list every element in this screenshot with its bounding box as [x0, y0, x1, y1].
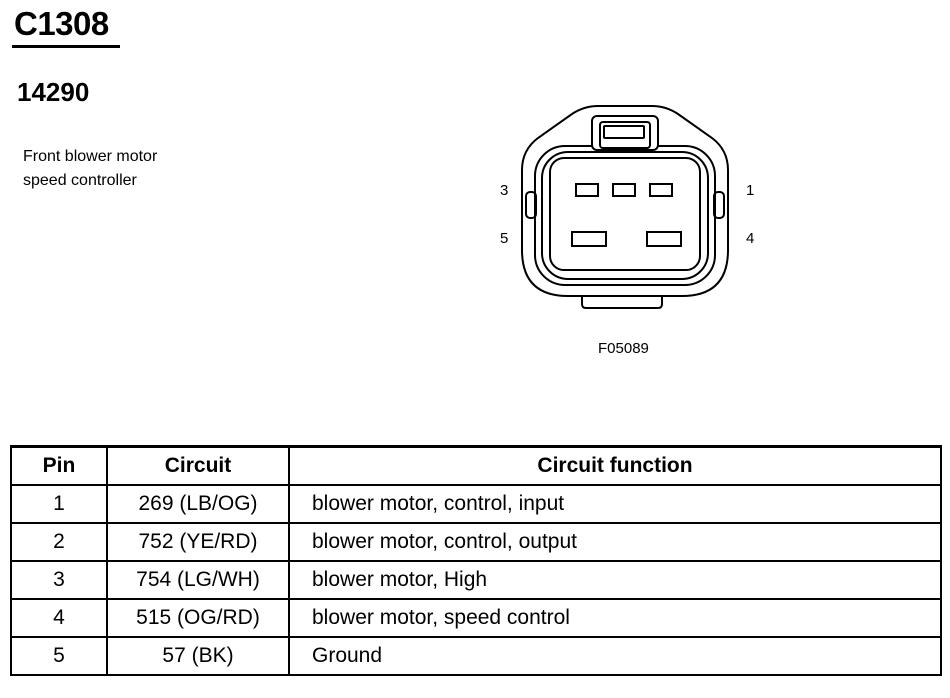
cell-pin: 5 — [10, 636, 108, 676]
pin-label-5: 5 — [500, 230, 509, 247]
description-line-1: Front blower motor — [23, 148, 158, 165]
pin-cavity-5 — [571, 231, 607, 247]
cell-function: Ground — [288, 636, 942, 676]
cell-function: blower motor, speed control — [288, 598, 942, 638]
cell-circuit: 515 (OG/RD) — [106, 598, 290, 638]
part-number: 14290 — [17, 77, 90, 107]
cell-function: blower motor, control, output — [288, 522, 942, 562]
pin-cavity-3 — [575, 183, 599, 197]
table-row: 5 57 (BK) Ground — [10, 636, 942, 676]
cell-function: blower motor, control, input — [288, 484, 942, 524]
pin-cavity-4 — [646, 231, 682, 247]
description-line-2: speed controller — [23, 172, 137, 189]
title-underline — [12, 45, 120, 48]
cell-function: blower motor, High — [288, 560, 942, 600]
table-row: 1 269 (LB/OG) blower motor, control, inp… — [10, 484, 942, 524]
pin-cavity-2 — [612, 183, 636, 197]
connector-id: C1308 — [14, 5, 109, 42]
table-header-row: Pin Circuit Circuit function — [10, 445, 942, 486]
cell-pin: 4 — [10, 598, 108, 638]
header-circuit: Circuit — [106, 445, 290, 486]
header-circuit-function: Circuit function — [288, 445, 942, 486]
table-row: 2 752 (YE/RD) blower motor, control, out… — [10, 522, 942, 562]
pinout-table: Pin Circuit Circuit function 1 269 (LB/O… — [10, 445, 942, 676]
pin-label-1: 1 — [746, 182, 755, 199]
cell-circuit: 752 (YE/RD) — [106, 522, 290, 562]
pin-cavity-1 — [649, 183, 673, 197]
cell-pin: 3 — [10, 560, 108, 600]
header-pin: Pin — [10, 445, 108, 486]
bottom-tab — [581, 296, 663, 309]
pin-label-3: 3 — [500, 182, 509, 199]
pin-label-4: 4 — [746, 230, 755, 247]
figure-code: F05089 — [598, 340, 649, 357]
outer-housing — [521, 105, 729, 297]
inner-shell — [534, 145, 716, 286]
cell-circuit: 269 (LB/OG) — [106, 484, 290, 524]
cavity-wall — [549, 157, 701, 271]
table-row: 4 515 (OG/RD) blower motor, speed contro… — [10, 598, 942, 638]
latch-slot — [603, 125, 645, 139]
inner-shell-2 — [541, 151, 709, 280]
connector-face-diagram — [521, 105, 729, 309]
cell-pin: 1 — [10, 484, 108, 524]
cell-pin: 2 — [10, 522, 108, 562]
latch-inner — [599, 121, 651, 149]
connector-description: Front blower motor speed controller — [23, 145, 223, 193]
cell-circuit: 754 (LG/WH) — [106, 560, 290, 600]
cell-circuit: 57 (BK) — [106, 636, 290, 676]
table-row: 3 754 (LG/WH) blower motor, High — [10, 560, 942, 600]
